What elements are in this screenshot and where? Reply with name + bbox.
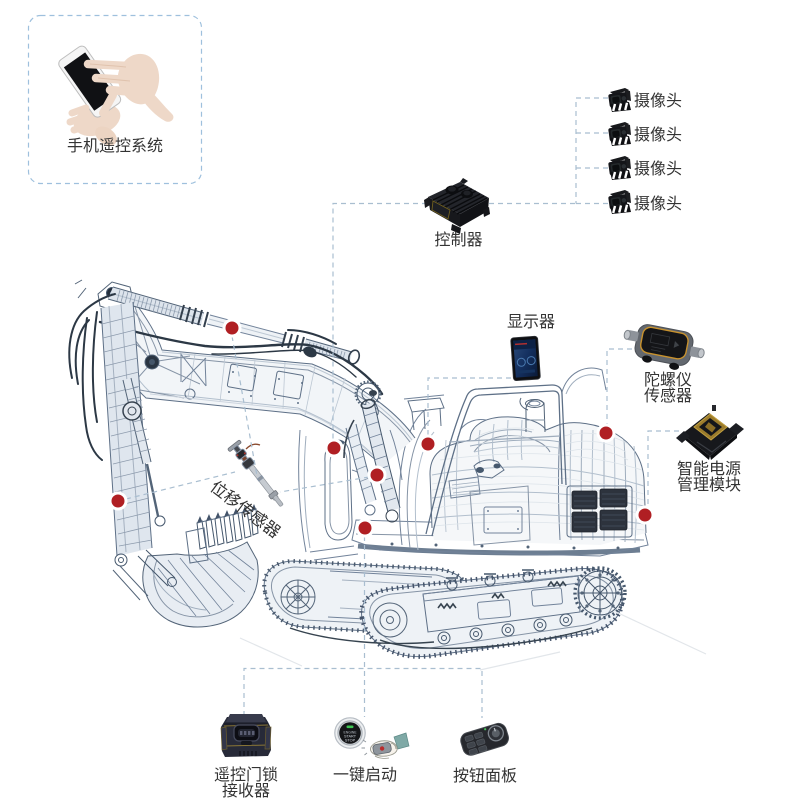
svg-text:摄像头: 摄像头 bbox=[634, 160, 682, 178]
svg-text:STOP: STOP bbox=[345, 738, 356, 742]
svg-text:遥控门锁: 遥控门锁 bbox=[214, 766, 278, 784]
svg-text:一键启动: 一键启动 bbox=[333, 766, 397, 784]
svg-text:控制器: 控制器 bbox=[434, 231, 482, 249]
svg-text:接收器: 接收器 bbox=[222, 782, 270, 800]
svg-text:显示器: 显示器 bbox=[507, 313, 555, 331]
svg-text:按钮面板: 按钮面板 bbox=[453, 767, 517, 785]
svg-text:摄像头: 摄像头 bbox=[634, 126, 682, 144]
svg-text:START: START bbox=[344, 734, 357, 738]
svg-text:摄像头: 摄像头 bbox=[634, 92, 682, 110]
svg-text:位移传感器: 位移传感器 bbox=[207, 477, 285, 542]
svg-text:手机遥控系统: 手机遥控系统 bbox=[67, 137, 163, 155]
svg-text:管理模块: 管理模块 bbox=[677, 476, 741, 494]
svg-text:摄像头: 摄像头 bbox=[634, 195, 682, 213]
svg-text:智能电源: 智能电源 bbox=[677, 460, 741, 478]
svg-text:陀螺仪: 陀螺仪 bbox=[644, 371, 692, 389]
svg-text:ENGINE: ENGINE bbox=[344, 730, 358, 734]
svg-text:传感器: 传感器 bbox=[644, 387, 692, 405]
